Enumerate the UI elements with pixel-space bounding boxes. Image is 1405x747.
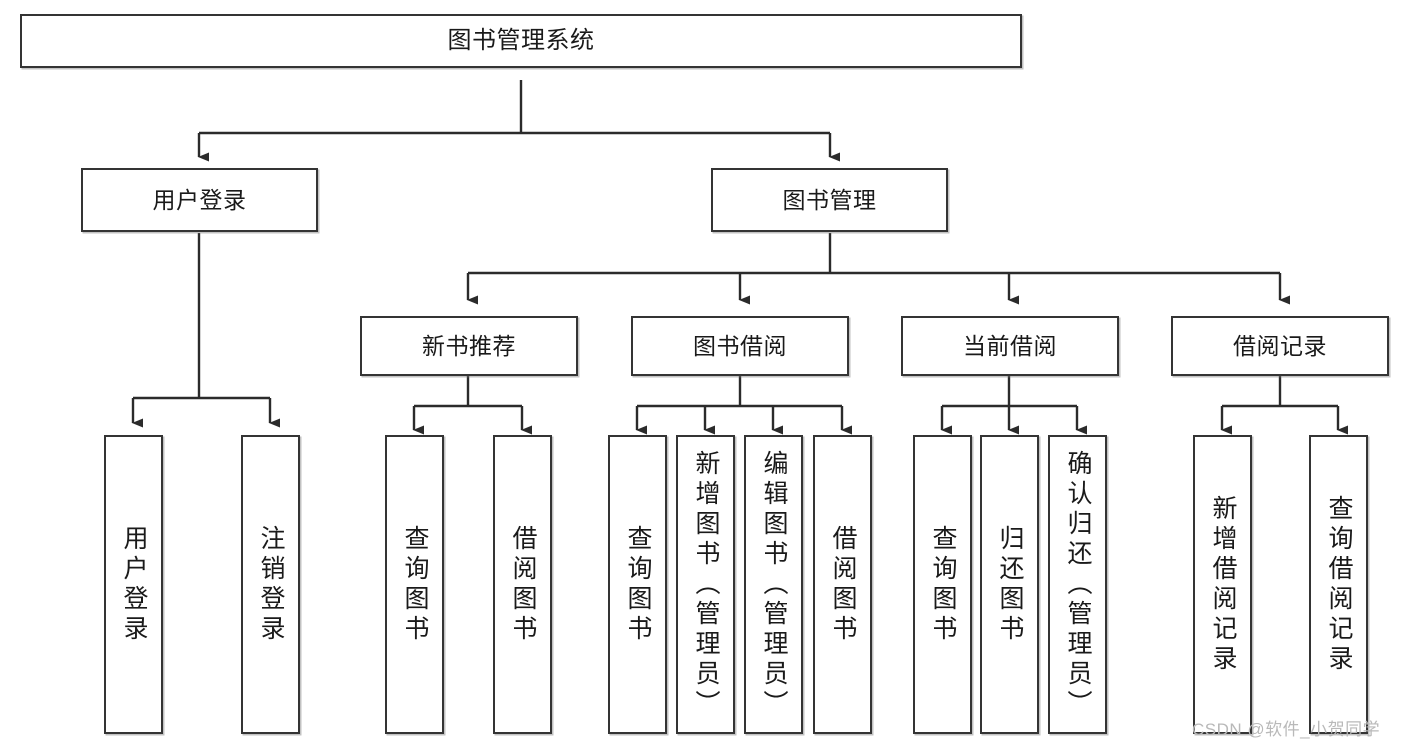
node-leaf-add-book[interactable]: 新增图书（管理员） — [676, 435, 735, 734]
node-leaf-query-book-2[interactable]: 查询图书 — [608, 435, 667, 734]
node-user-login[interactable]: 用户登录 — [81, 168, 318, 232]
node-new-book-recommend-label: 新书推荐 — [422, 332, 516, 359]
node-leaf-borrow-book-2[interactable]: 借阅图书 — [813, 435, 872, 734]
node-leaf-add-record[interactable]: 新增借阅记录 — [1193, 435, 1252, 734]
node-leaf-confirm-return-label: 确认归还（管理员） — [1064, 449, 1092, 720]
node-borrow-record-label: 借阅记录 — [1233, 332, 1327, 359]
node-leaf-return-book-label: 归还图书 — [996, 524, 1024, 645]
node-leaf-borrow-book-1[interactable]: 借阅图书 — [493, 435, 552, 734]
node-leaf-query-record-label: 查询借阅记录 — [1325, 494, 1353, 675]
node-current-borrow-label: 当前借阅 — [963, 332, 1057, 359]
node-leaf-query-record[interactable]: 查询借阅记录 — [1309, 435, 1368, 734]
node-leaf-edit-book[interactable]: 编辑图书（管理员） — [744, 435, 803, 734]
node-leaf-add-record-label: 新增借阅记录 — [1209, 494, 1237, 675]
node-book-borrow[interactable]: 图书借阅 — [631, 316, 849, 376]
node-leaf-borrow-book-2-label: 借阅图书 — [829, 524, 857, 645]
node-root-label: 图书管理系统 — [447, 27, 595, 55]
node-borrow-record[interactable]: 借阅记录 — [1171, 316, 1389, 376]
node-leaf-query-book-2-label: 查询图书 — [624, 524, 652, 645]
node-leaf-confirm-return[interactable]: 确认归还（管理员） — [1048, 435, 1107, 734]
node-user-login-label: 用户登录 — [152, 186, 247, 213]
node-leaf-query-book-1-label: 查询图书 — [401, 524, 429, 645]
node-current-borrow[interactable]: 当前借阅 — [901, 316, 1119, 376]
node-leaf-query-book-3-label: 查询图书 — [929, 524, 957, 645]
node-leaf-logout-login[interactable]: 注销登录 — [241, 435, 300, 734]
node-leaf-user-login[interactable]: 用户登录 — [104, 435, 163, 734]
node-leaf-user-login-label: 用户登录 — [120, 524, 148, 645]
node-book-borrow-label: 图书借阅 — [693, 332, 787, 359]
node-leaf-edit-book-label: 编辑图书（管理员） — [760, 449, 788, 720]
node-book-management-label: 图书管理 — [782, 186, 877, 213]
csdn-watermark: CSDN @软件_小贺同学 — [1192, 720, 1381, 739]
node-leaf-logout-login-label: 注销登录 — [257, 524, 285, 645]
node-new-book-recommend[interactable]: 新书推荐 — [360, 316, 578, 376]
node-leaf-return-book[interactable]: 归还图书 — [980, 435, 1039, 734]
node-book-management[interactable]: 图书管理 — [711, 168, 948, 232]
node-root[interactable]: 图书管理系统 — [20, 14, 1022, 68]
node-leaf-query-book-3[interactable]: 查询图书 — [913, 435, 972, 734]
node-leaf-borrow-book-1-label: 借阅图书 — [509, 524, 537, 645]
node-leaf-add-book-label: 新增图书（管理员） — [692, 449, 720, 720]
node-leaf-query-book-1[interactable]: 查询图书 — [385, 435, 444, 734]
